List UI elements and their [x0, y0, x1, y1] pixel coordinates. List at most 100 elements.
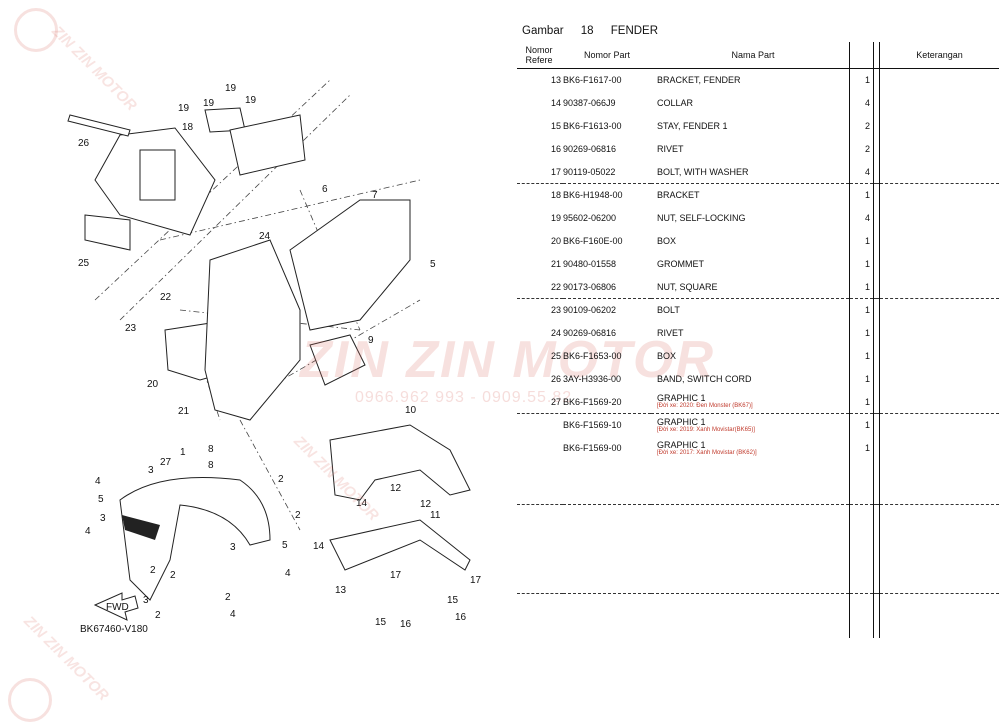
cell-name-text: NUT, SELF-LOCKING	[657, 213, 746, 224]
cell-ref: 26	[550, 373, 561, 384]
cell-part-no: 90173-06806	[563, 281, 617, 292]
cell-note: [Đời xe: 2019: Xanh Movistar(BK65)]	[657, 426, 755, 433]
table-row-blank	[517, 503, 999, 527]
part-plate-9	[309, 334, 366, 386]
table-row-blank	[517, 548, 999, 571]
cell-name-text: BRACKET	[657, 190, 700, 201]
callout-number: 16	[400, 619, 412, 630]
figure-title: Gambar 18 FENDER	[522, 25, 672, 37]
cell-name: BOLT, WITH WASHER	[651, 160, 850, 183]
callout-number: 11	[430, 510, 441, 521]
callout-number: 4	[285, 568, 291, 579]
cell-qty: 1	[849, 321, 874, 345]
cell-name: BRACKET, FENDER	[651, 69, 850, 92]
cell-part-no: BK6-F1653-00	[563, 350, 622, 361]
callout-number: 19	[203, 98, 215, 109]
cell-gap	[873, 275, 880, 299]
cell-ref: 18	[517, 182, 563, 207]
cell-qty: 1	[849, 367, 874, 391]
cell-part-no: 90119-05022	[563, 166, 616, 177]
cell-ref: 27	[550, 396, 561, 407]
cell-name: GROMMET	[651, 252, 850, 275]
cell-qty: 1	[849, 436, 874, 460]
cell-qty: 1	[849, 344, 874, 368]
parts-table-area: Gambar 18 FENDER Nomor Refere Nomor Part…	[514, 22, 1000, 722]
cell-name-text: BAND, SWITCH CORD	[657, 373, 752, 384]
callout-number: 3	[230, 542, 236, 553]
cell-ref: 14	[550, 98, 561, 109]
cell-qty: 2	[849, 137, 874, 161]
callout-number: 4	[230, 609, 236, 620]
callout-number: 2	[225, 592, 231, 603]
callout-number: 18	[182, 122, 194, 133]
cell-qty: 4	[849, 91, 874, 115]
cell-ref: 15	[550, 120, 561, 131]
cell-remarks	[880, 115, 1000, 138]
callout-number: 25	[78, 258, 90, 269]
cell-gap	[873, 297, 880, 322]
callout-number: 6	[322, 184, 328, 195]
callout-number: 19	[245, 95, 257, 106]
part-rear-fender-10	[329, 424, 471, 571]
callout-number: 14	[313, 541, 325, 552]
cell-qty: 1	[849, 412, 874, 437]
callout-number: 9	[368, 335, 374, 346]
callout-number: 27	[160, 457, 172, 468]
cell-gap	[873, 91, 880, 115]
col-name: Nama Part	[651, 42, 850, 69]
part-bracket-18	[204, 107, 306, 176]
cell-part-no: 90480-01558	[563, 258, 617, 269]
cell-part-no: 90109-06202	[563, 297, 651, 322]
cell-qty: 1	[849, 229, 874, 253]
cell-gap	[873, 390, 880, 414]
cell-part-no: 90269-06816	[563, 143, 617, 154]
table-row-blank	[517, 481, 999, 505]
cell-name-text: BOLT	[657, 305, 680, 316]
callout-number: 26	[78, 138, 90, 149]
cell-gap	[873, 160, 880, 184]
cell-remarks	[880, 137, 1000, 160]
callout-number: 2	[170, 570, 176, 581]
table-row-blank	[517, 459, 999, 482]
cell-part-no: 3AY-H3936-00	[563, 373, 622, 384]
callout-number: 17	[470, 575, 482, 586]
cell-remarks	[880, 437, 1000, 460]
watermark-logo-icon	[8, 678, 52, 722]
table-row-blank	[517, 526, 999, 549]
cell-qty: 1	[849, 390, 874, 414]
callout-number: 19	[178, 103, 190, 114]
col-ref: Nomor Refere	[517, 42, 563, 69]
table-row-blank	[517, 615, 999, 638]
figure-name: FENDER	[610, 25, 659, 37]
cell-name: RIVET	[651, 137, 850, 160]
cell-remarks	[880, 367, 1000, 390]
cell-ref: 19	[550, 213, 561, 224]
cell-ref: 23	[517, 297, 563, 322]
cell-gap	[873, 344, 880, 368]
cell-name-text: STAY, FENDER 1	[657, 120, 728, 131]
cell-name: BOX	[651, 345, 850, 368]
callout-number: 14	[356, 498, 368, 509]
callout-number: 4	[85, 526, 91, 537]
cell-qty: 1	[849, 182, 874, 207]
cell-qty: 4	[849, 160, 874, 184]
callout-number: 2	[150, 565, 156, 576]
cell-qty: 1	[849, 275, 874, 299]
cell-gap	[873, 114, 880, 138]
callout-number: 20	[147, 379, 159, 390]
callout-number: 22	[160, 292, 172, 303]
cell-part-no: 90269-06816	[563, 328, 617, 339]
cell-remarks	[880, 207, 1000, 230]
cell-remarks	[879, 182, 999, 207]
cell-name-text: GRAPHIC 1	[657, 416, 706, 427]
